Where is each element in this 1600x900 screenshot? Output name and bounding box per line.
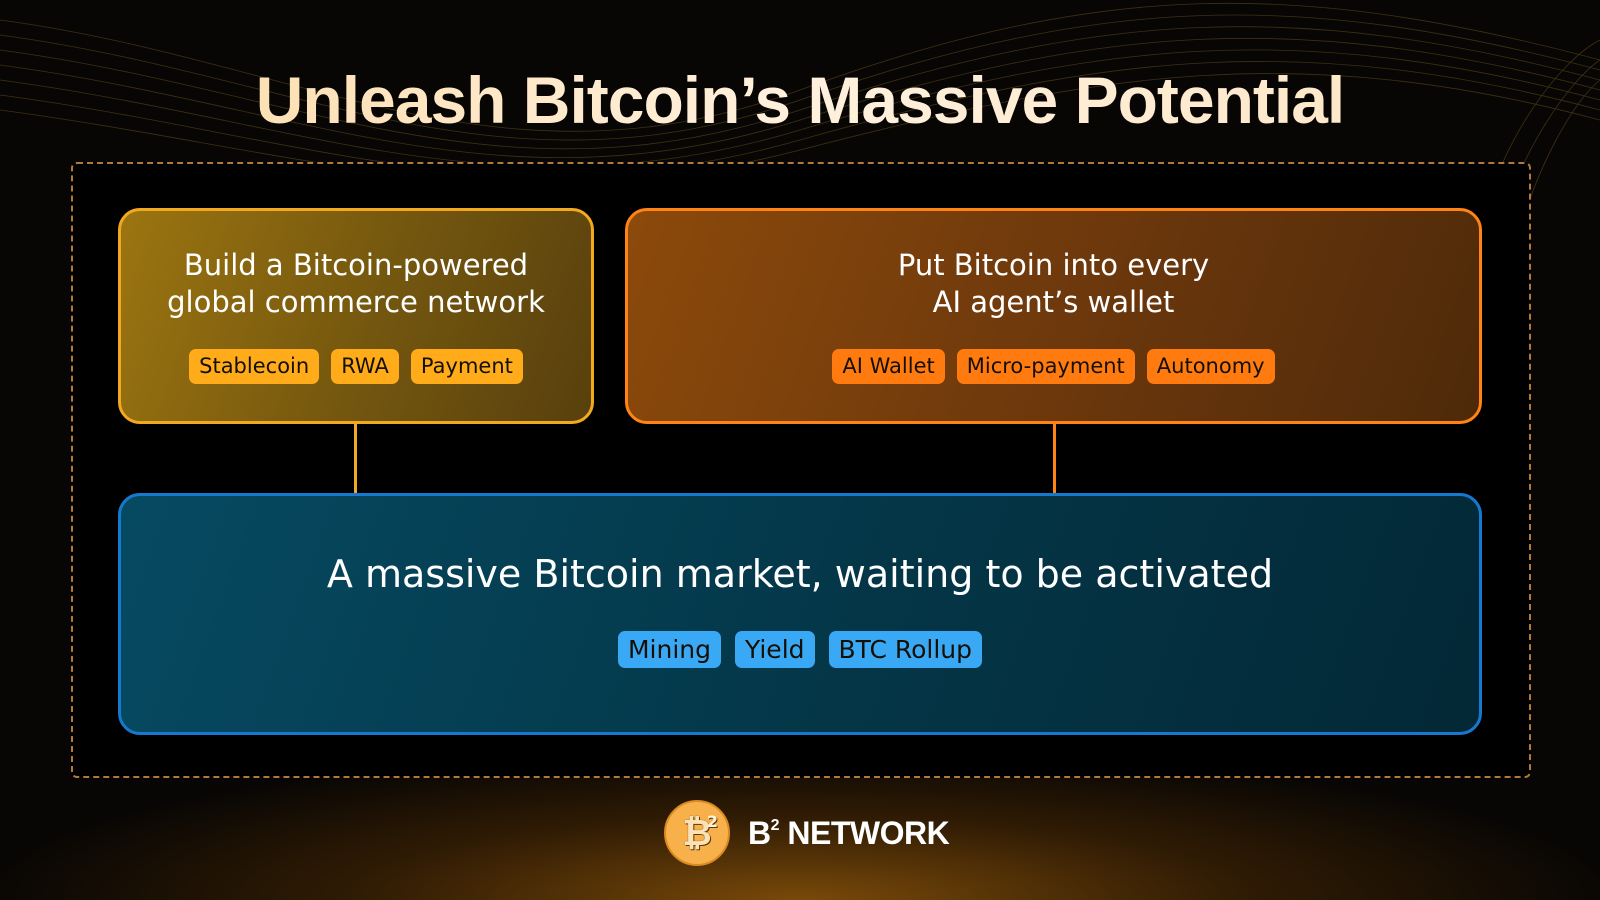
brand-superscript: 2	[770, 816, 780, 834]
tag-list: AI Wallet Micro-payment Autonomy	[628, 349, 1479, 384]
card-heading: Build a Bitcoin-powered global commerce …	[121, 247, 591, 321]
bitcoin-b2-coin-icon: ₿ 2	[664, 800, 730, 866]
card-ai-agent-wallet: Put Bitcoin into every AI agent’s wallet…	[625, 208, 1482, 424]
tag-rwa: RWA	[331, 349, 399, 384]
tag-list: Mining Yield BTC Rollup	[121, 631, 1479, 668]
tag-autonomy: Autonomy	[1146, 349, 1275, 384]
brand-rest: NETWORK	[779, 814, 950, 851]
page-title: Unleash Bitcoin’s Massive Potential	[0, 62, 1600, 138]
heading-line-1: Build a Bitcoin-powered	[183, 248, 529, 282]
card-heading: Put Bitcoin into every AI agent’s wallet	[628, 247, 1479, 321]
connector-commerce-to-market	[354, 424, 357, 493]
card-commerce-network: Build a Bitcoin-powered global commerce …	[118, 208, 594, 424]
brand-name: B2 NETWORK	[748, 814, 950, 852]
tag-micro-payment: Micro-payment	[956, 349, 1135, 384]
tag-btc-rollup: BTC Rollup	[828, 631, 983, 668]
tag-yield: Yield	[734, 631, 815, 668]
tag-payment: Payment	[410, 349, 523, 384]
tag-mining: Mining	[617, 631, 721, 668]
card-heading: A massive Bitcoin market, waiting to be …	[326, 552, 1274, 596]
tag-list: Stablecoin RWA Payment	[121, 349, 591, 384]
heading-line-2: global commerce network	[167, 285, 545, 319]
coin-superscript: 2	[706, 812, 718, 831]
tag-stablecoin: Stablecoin	[189, 349, 320, 384]
brand-main: B	[748, 814, 771, 851]
connector-ai-to-market	[1053, 424, 1056, 493]
heading-line-2: AI agent’s wallet	[932, 285, 1175, 319]
brand-logo: ₿ 2 B2 NETWORK	[664, 800, 950, 866]
coin-letter: ₿	[682, 813, 712, 854]
heading-line-1: Put Bitcoin into every	[897, 248, 1210, 282]
tag-ai-wallet: AI Wallet	[832, 349, 945, 384]
card-bitcoin-market: A massive Bitcoin market, waiting to be …	[118, 493, 1482, 735]
